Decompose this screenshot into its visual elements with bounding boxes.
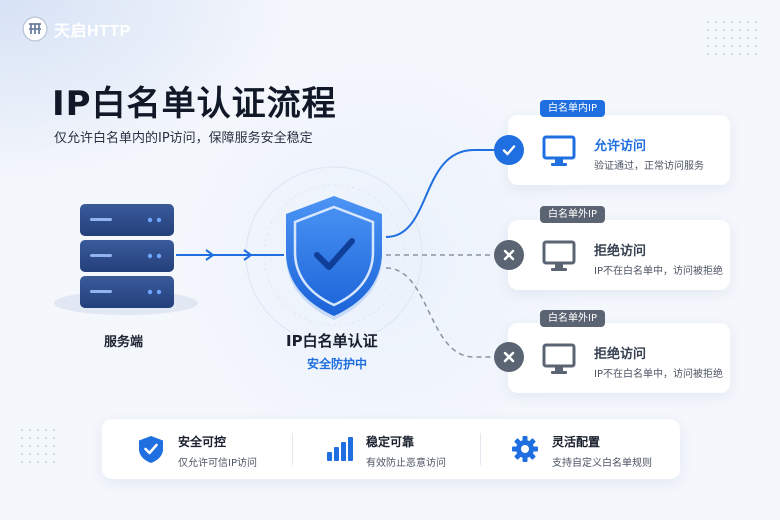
feature-bar: 安全可控 仅允许可信IP访问 稳定可靠 有效防止恶意访问 xyxy=(102,419,680,479)
result-card-allowed: 允许访问 验证通过，正常访问服务 xyxy=(508,115,730,185)
feature-title: 安全可控 xyxy=(178,435,227,449)
result-desc: IP不在白名单中，访问被拒绝 xyxy=(594,266,723,277)
gear-icon xyxy=(512,436,538,462)
result-title: 允许访问 xyxy=(594,139,647,154)
page-title: IP白名单认证流程 xyxy=(52,84,337,124)
close-icon xyxy=(494,342,524,372)
deny-connector-2 xyxy=(385,267,494,358)
result-desc: IP不在白名单中，访问被拒绝 xyxy=(594,369,723,380)
monitor-icon xyxy=(542,135,576,166)
shield-check-icon xyxy=(286,196,382,320)
request-arrow xyxy=(176,249,284,261)
result-title: 拒绝访问 xyxy=(594,244,647,259)
close-icon xyxy=(494,240,524,270)
result-card-denied: 拒绝访问 IP不在白名单中，访问被拒绝 xyxy=(508,220,730,290)
monitor-icon xyxy=(542,240,576,271)
brand-name: 天启HTTP xyxy=(54,23,131,40)
shield-check-icon xyxy=(139,436,163,463)
brand-logo: 天启HTTP xyxy=(22,16,131,42)
result-card-denied: 拒绝访问 IP不在白名单中，访问被拒绝 xyxy=(508,323,730,393)
result-desc: 验证通过，正常访问服务 xyxy=(594,161,704,172)
ip-tag-not-whitelisted: 白名单外IP xyxy=(540,206,605,223)
shield-status: 安全防护中 xyxy=(307,357,368,371)
dot-grid-decoration xyxy=(20,20,758,464)
divider xyxy=(292,433,293,465)
feature-desc: 仅允许可信IP访问 xyxy=(178,458,257,469)
page-subtitle: 仅允许白名单内的IP访问，保障服务安全稳定 xyxy=(54,131,313,146)
server-icon xyxy=(54,204,198,315)
feature-desc: 有效防止恶意访问 xyxy=(366,458,446,469)
check-icon xyxy=(494,135,524,165)
ip-tag-whitelisted: 白名单内IP xyxy=(540,100,605,117)
monitor-icon xyxy=(542,343,576,374)
feature-title: 稳定可靠 xyxy=(366,435,415,449)
feature-title: 灵活配置 xyxy=(552,435,601,449)
logo-mark-icon xyxy=(22,16,48,42)
divider xyxy=(480,433,481,465)
shield-title: IP白名单认证 xyxy=(286,332,378,350)
ip-tag-not-whitelisted: 白名单外IP xyxy=(540,310,605,327)
feature-desc: 支持自定义白名单规则 xyxy=(552,458,652,469)
result-title: 拒绝访问 xyxy=(594,347,647,362)
bar-chart-icon xyxy=(327,437,353,461)
server-label: 服务端 xyxy=(104,335,144,350)
allow-connector xyxy=(385,149,494,238)
